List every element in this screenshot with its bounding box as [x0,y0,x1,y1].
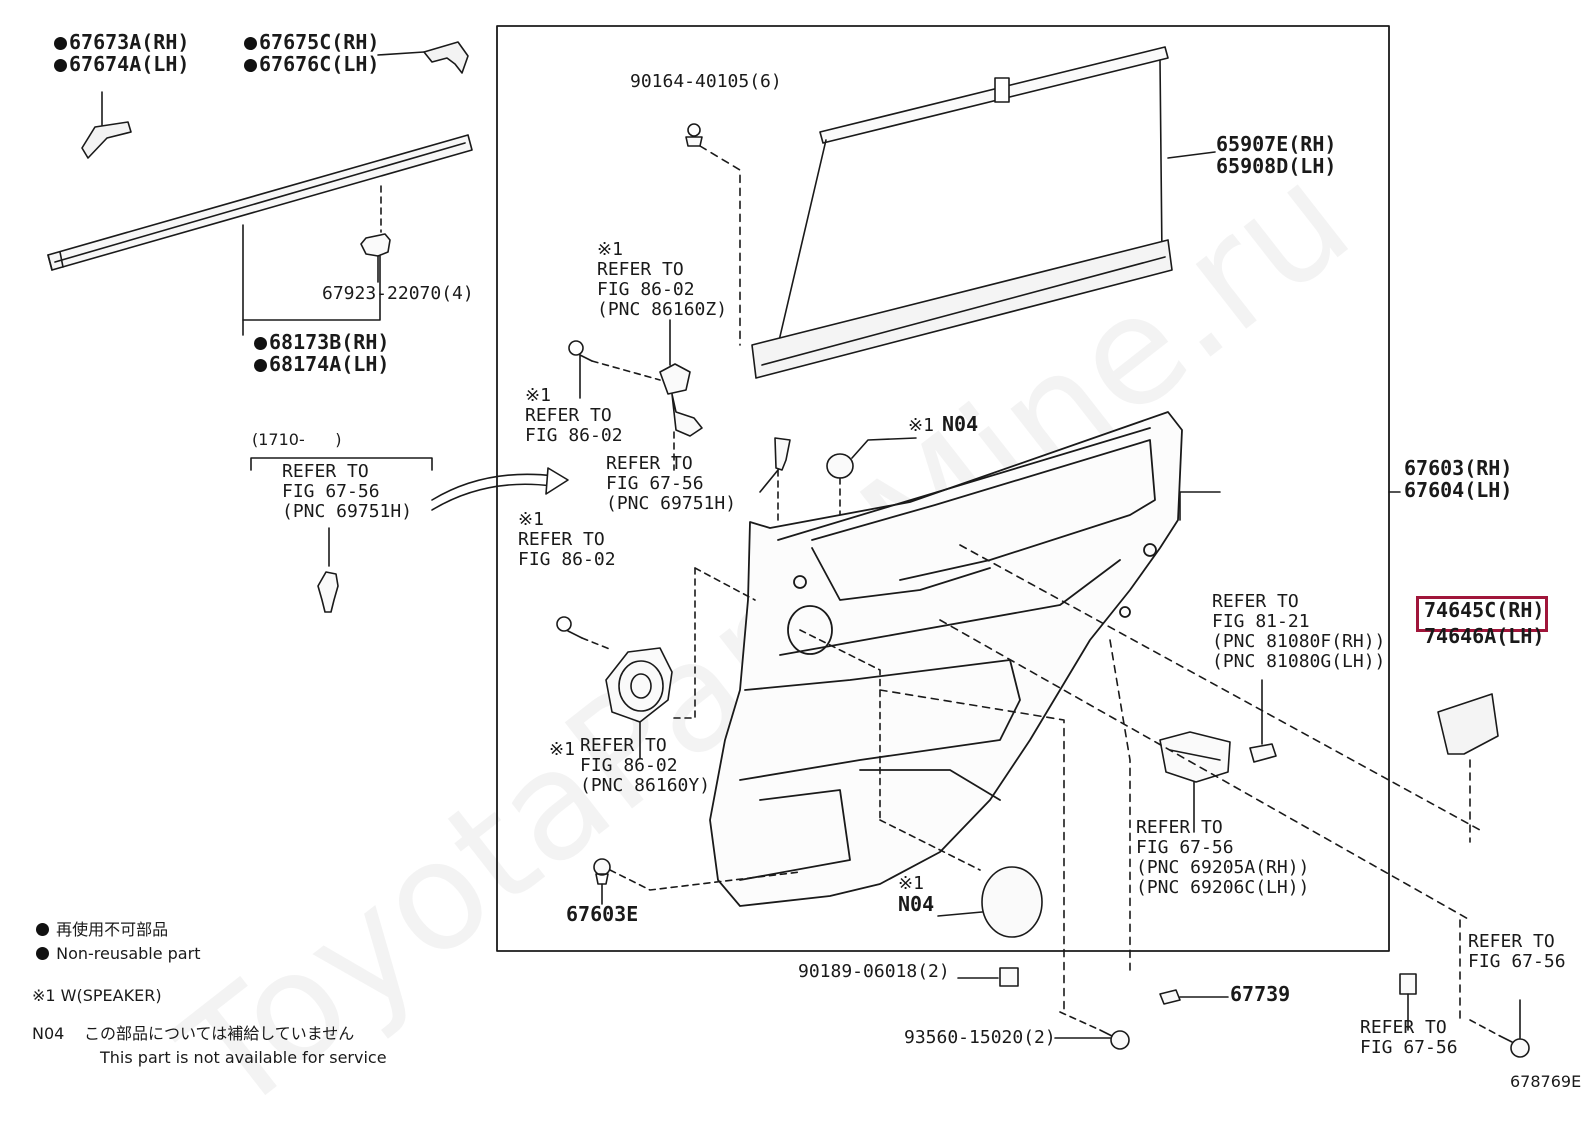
ref-left-69751h[interactable]: REFER TO FIG 67-56 (PNC 69751H) [282,461,413,522]
speaker-harness-86160z-icon [659,363,703,437]
sunshade-65907-icon [751,46,1173,379]
ref-6756-right[interactable]: REFER TO FIG 67-56 [1468,931,1566,972]
nonreusable-dot-icon [254,337,267,350]
clip-69751h-icon [317,571,339,613]
part-label-67604[interactable]: 67604(LH) [1404,478,1513,502]
inside-handle-69205-icon [1159,731,1231,783]
door-trim-panel-67603-icon [709,411,1183,907]
part-label-65908[interactable]: 65908D(LH) [1216,154,1337,178]
trim-piece-67673-icon [81,121,132,159]
part-label-65907[interactable]: 65907E(RH) [1216,132,1337,156]
part-label-n04-bottom[interactable]: N04 [898,892,935,916]
screw-8602b-icon [556,616,583,639]
clip-90189-icon [999,967,1019,987]
n04-top-mark: ※1 [908,415,934,436]
nonreusable-dot-icon [244,59,257,72]
screw-6756-icon [1499,1035,1530,1058]
ref-left-range: (1710- ) [252,430,342,449]
speaker-86160y-icon [605,647,673,723]
cap-n04-bottom-icon [981,866,1043,938]
screw-8602a-icon [568,340,593,362]
legend-n04-code: N04 [32,1024,65,1043]
cap-n04-top-icon [826,453,854,479]
screw-90164-icon [685,123,703,147]
ref-8602-b[interactable]: ※1 REFER TO FIG 86-02 [518,509,616,570]
part-label-n04-top[interactable]: N04 [942,412,979,436]
clip-67603e-icon [593,858,611,885]
diagram-id: 678769E [1510,1072,1582,1091]
parts-diagram-drawing [47,25,1530,1058]
clip-69751h-center-icon [774,437,791,471]
part-label-90189[interactable]: 90189-06018(2) [798,961,950,982]
legend-nonreusable-en: Non-reusable part [36,944,200,964]
nonreusable-dot-icon [254,359,267,372]
assembly-frame [496,25,1390,952]
trim-piece-67675-icon [423,41,469,74]
ref-86160y-mark: ※1 [549,739,575,760]
ref-69205[interactable]: REFER TO FIG 67-56 (PNC 69205A(RH)) (PNC… [1136,817,1310,898]
legend-w-speaker: ※1 W(SPEAKER) [32,986,162,1005]
ref-69751h-center[interactable]: REFER TO FIG 67-56 (PNC 69751H) [606,453,737,514]
belt-moulding-icon [47,134,473,271]
part-label-67603[interactable]: 67603(RH) [1404,456,1513,480]
nonreusable-dot-icon [54,59,67,72]
part-label-90164[interactable]: 90164-40105(6) [630,71,782,92]
ref-8602-a[interactable]: ※1 REFER TO FIG 86-02 [525,385,623,446]
clip-6756-icon [1399,973,1417,995]
highlight-box [1416,596,1548,632]
part-label-74645[interactable]: 74645C(RH) [1424,598,1545,622]
part-label-67676[interactable]: 67676C(LH) [244,54,379,74]
part-label-93560[interactable]: 93560-15020(2) [904,1027,1056,1048]
clip-67739-icon [1159,989,1181,1005]
n04-bottom-mark: ※1 [898,873,924,894]
switch-81080-icon [1249,743,1277,763]
part-label-67673[interactable]: 67673A(RH) [54,32,189,52]
legend-nonreusable-jp: 再使用不可部品 [36,920,168,940]
screw-93560-icon [1099,1029,1130,1050]
part-label-67603e[interactable]: 67603E [566,902,639,926]
ref-86160z[interactable]: ※1 REFER TO FIG 86-02 (PNC 86160Z) [597,239,728,320]
nonreusable-dot-icon [244,37,257,50]
part-label-74646[interactable]: 74646A(LH) [1424,624,1545,648]
clip-67923-icon [360,233,391,257]
nonreusable-dot-icon [36,947,49,960]
part-label-67675[interactable]: 67675C(RH) [244,32,379,52]
part-label-67923[interactable]: 67923-22070(4) [322,283,474,304]
part-label-67739[interactable]: 67739 [1230,982,1291,1006]
nonreusable-dot-icon [54,37,67,50]
part-label-67674[interactable]: 67674A(LH) [54,54,189,74]
courtesy-lamp-74645-icon [1437,693,1499,755]
nonreusable-dot-icon [36,923,49,936]
ref-6756-bottom[interactable]: REFER TO FIG 67-56 [1360,1017,1458,1058]
ref-86160y[interactable]: REFER TO FIG 86-02 (PNC 86160Y) [580,735,711,796]
legend-n04-en: This part is not available for service [100,1048,387,1067]
part-label-68174[interactable]: 68174A(LH) [254,354,389,374]
ref-81080[interactable]: REFER TO FIG 81-21 (PNC 81080F(RH)) (PNC… [1212,591,1386,672]
part-label-68173[interactable]: 68173B(RH) [254,332,389,352]
legend-n04-jp: この部品については補給していません [84,1024,355,1043]
